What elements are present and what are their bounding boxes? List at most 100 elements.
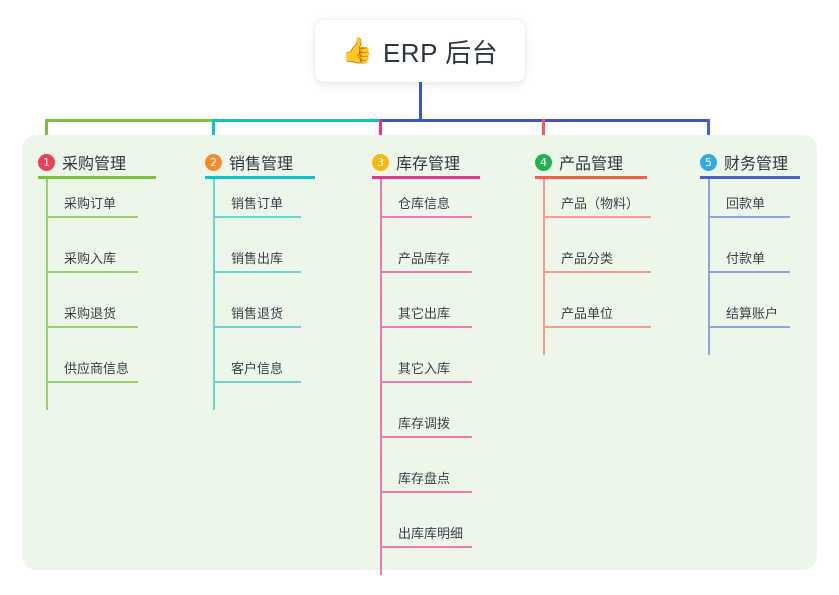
branch-item-rule xyxy=(380,381,472,383)
branch-item[interactable]: 采购订单 xyxy=(46,178,138,218)
branch-title: 产品管理 xyxy=(559,156,624,173)
branch-item-label: 回款单 xyxy=(726,196,766,211)
branch-item-rule xyxy=(708,271,790,273)
branch-item-rule xyxy=(380,491,472,493)
branch-header-rule xyxy=(535,176,647,179)
branch-item-label: 库存盘点 xyxy=(398,471,451,486)
branch-item-label: 销售出库 xyxy=(231,251,284,266)
branch-item-rule xyxy=(380,271,472,273)
branch-item-label: 付款单 xyxy=(726,251,766,266)
branch-item[interactable]: 客户信息 xyxy=(213,343,301,383)
branch-item-label: 产品（物料） xyxy=(561,196,640,211)
thumbs-up-icon: 👍 xyxy=(341,36,373,65)
branch-item-label: 客户信息 xyxy=(231,361,284,376)
branch-item-rule xyxy=(708,216,790,218)
branch-item-rule xyxy=(213,381,301,383)
connector-drop-5 xyxy=(707,119,710,144)
branch-item-rule xyxy=(543,271,651,273)
branch-item-rule xyxy=(543,326,651,328)
branch-number-badge: 1 xyxy=(38,153,55,171)
branch-number-badge: 5 xyxy=(700,153,717,171)
branch-spine xyxy=(380,179,382,575)
branch-item-label: 销售订单 xyxy=(231,196,284,211)
connector-drop-3 xyxy=(379,119,382,144)
branch-item-rule xyxy=(213,271,301,273)
branch-item[interactable]: 采购退货 xyxy=(46,288,138,328)
branch-item[interactable]: 产品分类 xyxy=(543,233,651,273)
branch-item[interactable]: 销售订单 xyxy=(213,178,301,218)
branch-item-rule xyxy=(380,546,472,548)
branch-column-2: 2 销售管理销售订单销售出库销售退货客户信息 xyxy=(205,150,315,430)
branch-item-rule xyxy=(213,216,301,218)
branch-item-rule xyxy=(46,326,138,328)
branch-item-label: 其它出库 xyxy=(398,306,451,321)
connector-bar-segment xyxy=(46,119,215,122)
branch-number-badge: 2 xyxy=(205,153,222,171)
branch-item[interactable]: 结算账户 xyxy=(708,288,790,328)
branch-item-label: 产品库存 xyxy=(398,251,451,266)
branch-item-rule xyxy=(46,271,138,273)
branch-title: 库存管理 xyxy=(396,156,461,173)
branch-title: 采购管理 xyxy=(62,156,127,173)
branch-item-rule xyxy=(380,216,472,218)
branch-title: 财务管理 xyxy=(724,156,789,173)
branch-item[interactable]: 采购入库 xyxy=(46,233,138,273)
branch-item-rule xyxy=(46,216,138,218)
branch-header-4[interactable]: 4 产品管理 xyxy=(535,150,623,174)
branch-item-label: 销售退货 xyxy=(231,306,284,321)
root-node-title: ERP 后台 xyxy=(382,37,499,68)
branch-item[interactable]: 产品（物料） xyxy=(543,178,651,218)
root-node[interactable]: 👍 ERP 后台 xyxy=(315,20,525,82)
branch-item-label: 采购入库 xyxy=(64,251,117,266)
branch-number-badge: 4 xyxy=(535,153,552,171)
branch-number-badge: 3 xyxy=(372,153,389,171)
branch-item-label: 产品分类 xyxy=(561,251,614,266)
branch-column-3: 3 库存管理仓库信息产品库存其它出库其它入库库存调拨库存盘点出库库明细 xyxy=(372,150,484,595)
branch-header-1[interactable]: 1 采购管理 xyxy=(38,150,126,174)
branch-item[interactable]: 库存盘点 xyxy=(380,453,472,493)
branch-header-rule xyxy=(205,176,315,179)
branch-header-rule xyxy=(372,176,480,179)
root-stem xyxy=(419,82,422,122)
connector-drop-2 xyxy=(212,119,215,144)
branch-header-5[interactable]: 5 财务管理 xyxy=(700,150,788,174)
branch-item-label: 产品单位 xyxy=(561,306,614,321)
branch-item-label: 结算账户 xyxy=(726,306,779,321)
branch-item[interactable]: 回款单 xyxy=(708,178,790,218)
branch-title: 销售管理 xyxy=(229,156,294,173)
branch-item[interactable]: 库存调拨 xyxy=(380,398,472,438)
branch-item-rule xyxy=(543,216,651,218)
branch-item[interactable]: 仓库信息 xyxy=(380,178,472,218)
branch-item[interactable]: 出库库明细 xyxy=(380,508,472,548)
branch-header-rule xyxy=(700,176,800,179)
branch-item-label: 库存调拨 xyxy=(398,416,451,431)
branch-item-label: 供应商信息 xyxy=(64,361,130,376)
branch-header-rule xyxy=(38,176,156,179)
branch-item[interactable]: 产品库存 xyxy=(380,233,472,273)
branch-item[interactable]: 其它入库 xyxy=(380,343,472,383)
branch-item-rule xyxy=(213,326,301,328)
connector-drop-1 xyxy=(45,119,48,144)
branch-item-label: 出库库明细 xyxy=(398,526,464,541)
branch-column-4: 4 产品管理产品（物料） 产品分类产品单位 xyxy=(535,150,663,375)
branch-item[interactable]: 销售退货 xyxy=(213,288,301,328)
branch-spine xyxy=(543,179,545,355)
connector-bar-segment xyxy=(213,119,382,122)
branch-item[interactable]: 付款单 xyxy=(708,233,790,273)
branch-spine xyxy=(213,179,215,410)
branch-header-2[interactable]: 2 销售管理 xyxy=(205,150,293,174)
branch-item-rule xyxy=(46,381,138,383)
branch-item-rule xyxy=(380,326,472,328)
branch-item-label: 其它入库 xyxy=(398,361,451,376)
branch-item[interactable]: 供应商信息 xyxy=(46,343,138,383)
branch-item-label: 仓库信息 xyxy=(398,196,451,211)
branch-item[interactable]: 销售出库 xyxy=(213,233,301,273)
branch-header-3[interactable]: 3 库存管理 xyxy=(372,150,460,174)
branch-item[interactable]: 产品单位 xyxy=(543,288,651,328)
branch-column-1: 1 采购管理采购订单采购入库采购退货供应商信息 xyxy=(38,150,156,430)
branch-spine xyxy=(708,179,710,355)
branch-column-5: 5 财务管理回款单付款单结算账户 xyxy=(700,150,802,375)
branches-panel xyxy=(22,135,817,570)
branch-item[interactable]: 其它出库 xyxy=(380,288,472,328)
